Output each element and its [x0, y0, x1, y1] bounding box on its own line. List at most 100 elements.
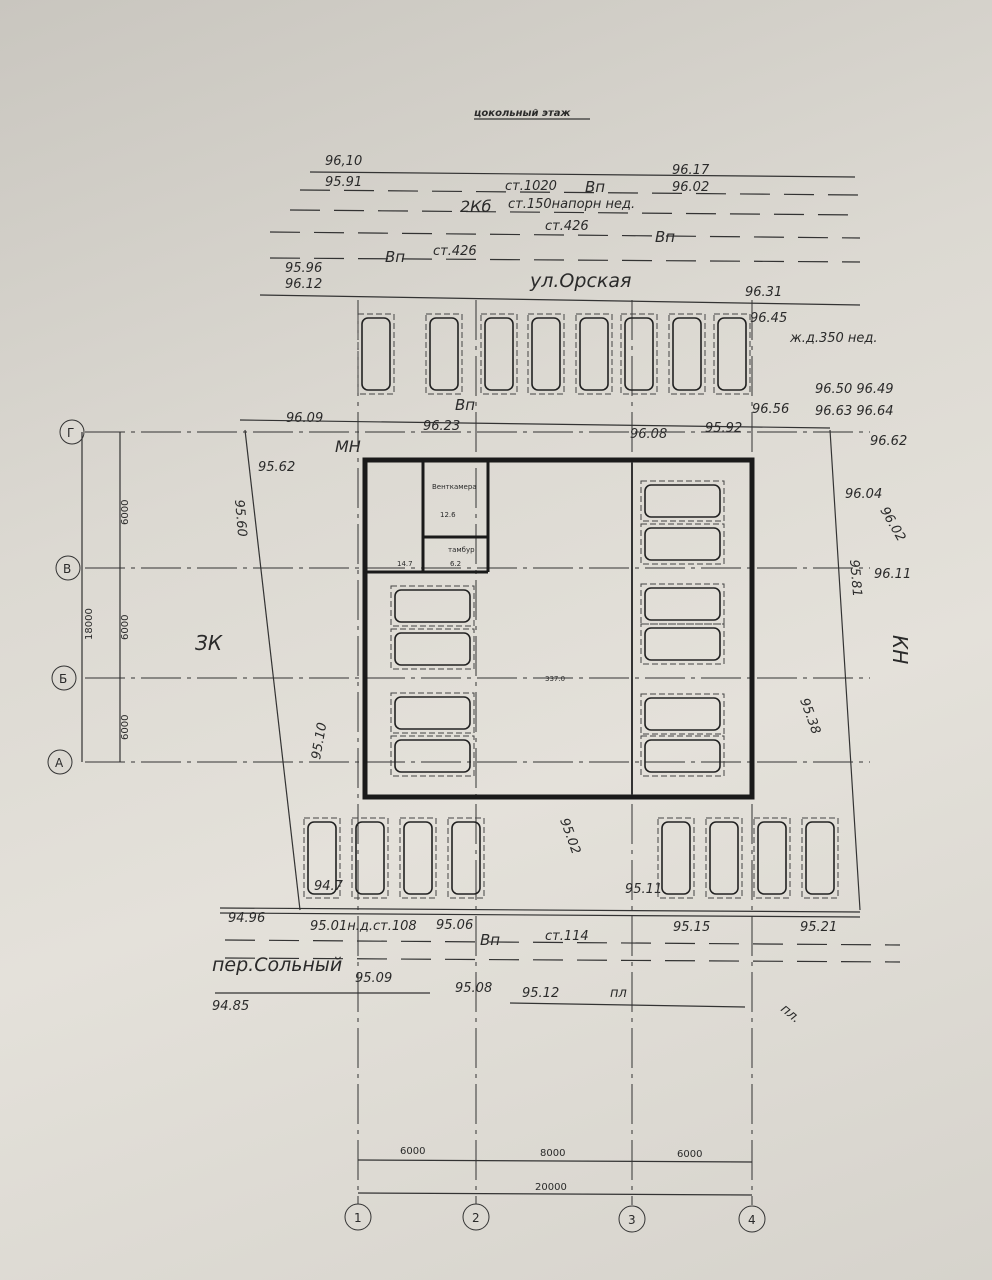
- svg-text:ст.150напорн нед.: ст.150напорн нед.: [508, 197, 635, 212]
- svg-text:96.09: 96.09: [286, 411, 323, 426]
- svg-text:2: 2: [472, 1211, 480, 1225]
- car-symbol: [644, 739, 721, 773]
- svg-text:96.31: 96.31: [745, 285, 782, 300]
- parking-space: [447, 817, 485, 899]
- svg-text:пл: пл: [610, 986, 627, 1001]
- svg-text:96.56: 96.56: [752, 402, 789, 417]
- svg-text:96.62: 96.62: [870, 434, 907, 449]
- street-solny: пер.Сольный: [212, 954, 342, 976]
- horizontal-dimensions: 6000 8000 6000 20000: [357, 1146, 753, 1196]
- svg-text:95.09: 95.09: [355, 971, 392, 986]
- svg-text:Венткамера: Венткамера: [432, 483, 477, 491]
- svg-text:4: 4: [748, 1213, 756, 1227]
- svg-text:пл.: пл.: [777, 1002, 803, 1027]
- car-symbol: [531, 317, 561, 391]
- svg-text:Вп: Вп: [385, 248, 405, 266]
- svg-text:95.96: 95.96: [285, 261, 322, 276]
- svg-text:Вп: Вп: [585, 178, 605, 196]
- car-symbol: [644, 627, 721, 661]
- svg-text:95.12: 95.12: [522, 986, 559, 1001]
- car-symbol: [717, 317, 747, 391]
- grid-axes: [85, 300, 870, 1205]
- car-symbol: [757, 821, 787, 895]
- svg-text:Вп: Вп: [455, 396, 475, 414]
- svg-text:14.7: 14.7: [397, 560, 413, 568]
- car-symbol: [644, 527, 721, 561]
- street-orskaya: ул.Орская: [529, 270, 631, 292]
- svg-text:ЗК: ЗК: [195, 631, 223, 655]
- parking-space: [390, 692, 475, 734]
- parking-space: [705, 817, 743, 899]
- svg-text:337.0: 337.0: [545, 675, 565, 683]
- car-symbol: [394, 589, 471, 623]
- svg-text:ст.1020: ст.1020: [505, 179, 557, 194]
- svg-text:6.2: 6.2: [450, 560, 461, 568]
- svg-text:Б: Б: [59, 672, 67, 686]
- svg-text:Вп: Вп: [480, 931, 500, 949]
- svg-text:2Кб: 2Кб: [460, 197, 492, 216]
- building-outline: [362, 457, 755, 800]
- top-labels: 96,10 95.91 96.17 96.02 ст.1020 Вп 2Кб с…: [195, 154, 912, 761]
- car-symbol: [644, 587, 721, 621]
- svg-text:94.85: 94.85: [212, 999, 249, 1014]
- parking-space: [640, 583, 725, 625]
- svg-text:96.12: 96.12: [285, 277, 322, 292]
- svg-text:95.21: 95.21: [800, 920, 837, 935]
- car-symbol: [394, 632, 471, 666]
- parking-space: [425, 313, 463, 395]
- parking-space: [713, 313, 751, 395]
- svg-text:95.01н.д.ст.108: 95.01н.д.ст.108: [310, 919, 417, 934]
- car-symbol: [624, 317, 654, 391]
- parking-space: [399, 817, 437, 899]
- car-symbol: [644, 697, 721, 731]
- utility-lines: [215, 171, 901, 1008]
- svg-text:95.06: 95.06: [436, 918, 473, 933]
- svg-text:6000: 6000: [120, 500, 131, 525]
- svg-text:96.23: 96.23: [423, 419, 460, 434]
- svg-text:95.38: 95.38: [796, 696, 823, 736]
- parking-space: [801, 817, 839, 899]
- svg-text:3: 3: [628, 1213, 636, 1227]
- svg-text:96.02: 96.02: [877, 505, 909, 545]
- car-symbol: [429, 317, 459, 391]
- svg-text:1: 1: [354, 1211, 362, 1225]
- svg-text:12.6: 12.6: [440, 511, 456, 519]
- parking-space: [390, 735, 475, 777]
- parking-space: [390, 628, 475, 670]
- svg-text:95.60: 95.60: [231, 499, 249, 537]
- svg-text:95.15: 95.15: [673, 920, 710, 935]
- svg-text:96.04: 96.04: [845, 487, 882, 502]
- car-symbol: [394, 696, 471, 730]
- room-labels: Венткамера 12.6 14.7 тамбур 6.2 337.0: [397, 483, 565, 683]
- parking-space: [753, 817, 791, 899]
- vertical-dimensions: 18000 6000 6000 6000: [81, 432, 131, 762]
- col-axis-markers: 1 2 3 4: [344, 1203, 766, 1233]
- car-symbol: [361, 317, 391, 391]
- svg-text:КН: КН: [888, 635, 912, 664]
- svg-text:96.17: 96.17: [672, 163, 710, 178]
- parking-space: [640, 735, 725, 777]
- svg-text:6000: 6000: [677, 1149, 702, 1160]
- car-symbol: [661, 821, 691, 895]
- svg-text:МН: МН: [335, 437, 361, 456]
- parking-space: [390, 585, 475, 627]
- car-symbol: [709, 821, 739, 895]
- svg-text:ст.114: ст.114: [545, 929, 589, 944]
- svg-text:96.45: 96.45: [750, 311, 787, 326]
- svg-text:96.50 96.49: 96.50 96.49: [815, 382, 894, 397]
- svg-text:В: В: [63, 562, 71, 576]
- parking-space: [668, 313, 706, 395]
- parking-space: [640, 523, 725, 565]
- svg-text:Г: Г: [67, 426, 74, 440]
- parking-space: [303, 817, 341, 899]
- drawing-title: цокольный этаж: [474, 108, 571, 119]
- parking-space: [527, 313, 565, 395]
- svg-text:6000: 6000: [400, 1146, 425, 1157]
- svg-text:А: А: [55, 756, 64, 770]
- car-symbol: [451, 821, 481, 895]
- car-symbol: [307, 821, 337, 895]
- svg-text:96.08: 96.08: [630, 427, 667, 442]
- svg-text:Вп: Вп: [655, 228, 675, 246]
- parking-space: [657, 817, 695, 899]
